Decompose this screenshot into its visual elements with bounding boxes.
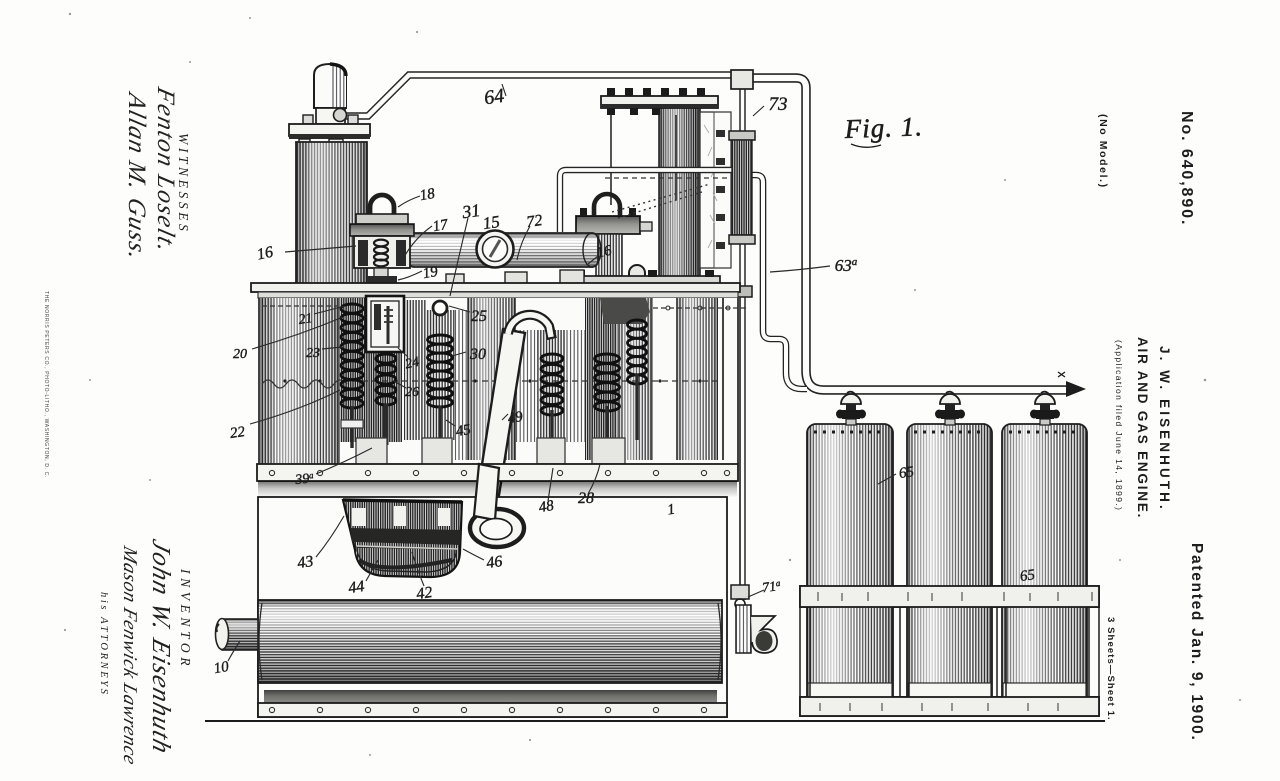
svg-text:31: 31 — [460, 200, 482, 222]
svg-text:30: 30 — [469, 346, 486, 363]
svg-text:15: 15 — [481, 212, 500, 233]
svg-text:28: 28 — [578, 490, 594, 507]
svg-text:24: 24 — [404, 355, 421, 373]
svg-text:46: 46 — [485, 553, 503, 572]
svg-text:(Application filed June 14, 18: (Application filed June 14, 1899.) — [1114, 340, 1124, 511]
svg-text:INVENTOR: INVENTOR — [178, 568, 193, 670]
svg-text:Patented Jan. 9, 1900.: Patented Jan. 9, 1900. — [1188, 543, 1205, 742]
svg-text:Mason Fenwick Lawrence: Mason Fenwick Lawrence — [119, 543, 141, 768]
svg-text:25: 25 — [471, 308, 487, 325]
svg-text:18: 18 — [419, 186, 437, 204]
svg-text:John W. Eisenhuth: John W. Eisenhuth — [147, 536, 176, 758]
svg-text:THE NORRIS PETERS CO., PHOTO-L: THE NORRIS PETERS CO., PHOTO-LITHO., WAS… — [43, 291, 49, 478]
svg-text:64: 64 — [483, 85, 506, 110]
svg-text:44: 44 — [347, 578, 365, 597]
svg-text:WITNESSES: WITNESSES — [176, 133, 191, 234]
svg-text:Fig. 1.: Fig. 1. — [843, 111, 923, 144]
svg-text:65: 65 — [1019, 567, 1037, 585]
svg-text:his ATTORNEYS: his ATTORNEYS — [98, 592, 109, 697]
svg-text:73: 73 — [769, 94, 788, 115]
svg-text:48: 48 — [538, 498, 556, 516]
svg-text:21: 21 — [298, 311, 314, 328]
svg-text:23: 23 — [306, 346, 320, 361]
svg-text:No. 640,890.: No. 640,890. — [1178, 111, 1195, 226]
svg-text:43: 43 — [296, 553, 314, 572]
svg-text:20: 20 — [233, 347, 247, 362]
svg-text:(No Model.): (No Model.) — [1097, 114, 1109, 189]
svg-text:19: 19 — [422, 264, 440, 282]
svg-text:16: 16 — [595, 243, 613, 262]
svg-text:45: 45 — [455, 422, 473, 440]
svg-text:Allan M. Guss.: Allan M. Guss. — [123, 89, 151, 265]
svg-text:39a: 39a — [294, 470, 316, 488]
svg-text:3 Sheets—Sheet 1.: 3 Sheets—Sheet 1. — [1105, 617, 1116, 721]
svg-text:22: 22 — [229, 424, 247, 442]
svg-text:26: 26 — [405, 385, 419, 400]
svg-text:AIR AND GAS ENGINE.: AIR AND GAS ENGINE. — [1135, 337, 1150, 519]
svg-text:1: 1 — [666, 502, 676, 519]
svg-text:72: 72 — [525, 212, 543, 231]
svg-text:10: 10 — [213, 659, 231, 677]
svg-text:49: 49 — [507, 409, 525, 427]
svg-text:16: 16 — [255, 244, 274, 264]
svg-text:17: 17 — [432, 217, 451, 236]
svg-text:65: 65 — [898, 464, 916, 482]
svg-text:J. W. EISENHUTH.: J. W. EISENHUTH. — [1157, 346, 1172, 512]
svg-text:42: 42 — [415, 584, 433, 603]
svg-text:Fenton Loselt.: Fenton Loselt. — [152, 84, 180, 257]
